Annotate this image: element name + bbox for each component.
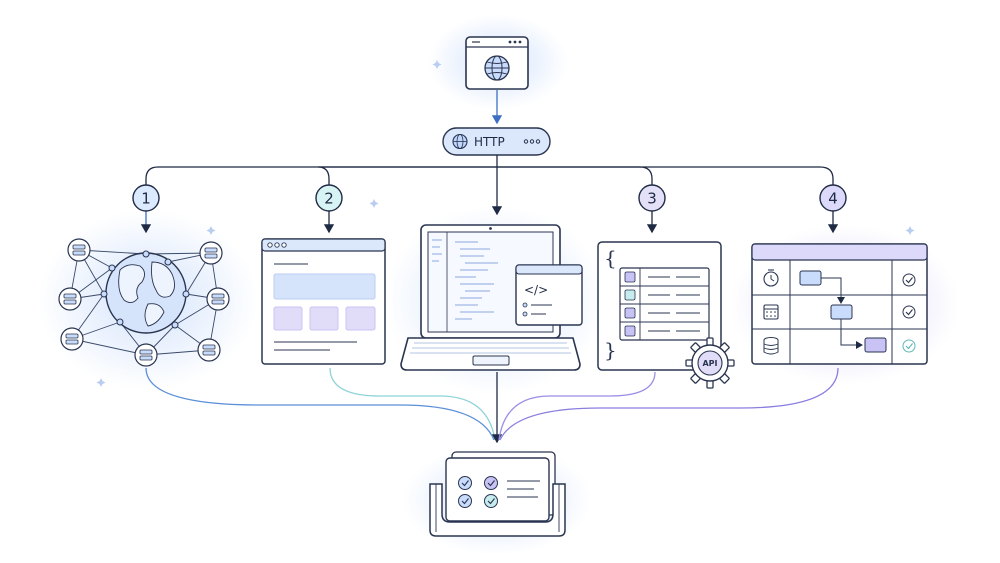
- code-window-icon: </>: [515, 264, 583, 326]
- protocol-label: HTTP: [474, 135, 505, 149]
- server-node: [197, 338, 221, 362]
- check-icon: [458, 476, 472, 490]
- api-schema-icon: { }: [597, 241, 735, 389]
- database-icon: [763, 337, 779, 355]
- svg-text:2: 2: [324, 190, 334, 208]
- laptop-dev-icon: </>: [400, 224, 583, 371]
- server-node: [206, 287, 230, 311]
- server-node: [67, 238, 91, 262]
- step-2-badge: 2: [315, 184, 343, 212]
- server-node: [60, 327, 84, 351]
- server-node: [134, 343, 158, 367]
- code-icon-text: </>: [524, 283, 548, 297]
- browser-client-icon: [465, 36, 529, 90]
- sparkles: [96, 60, 915, 387]
- server-node: [58, 287, 82, 311]
- timer-icon: [763, 269, 779, 287]
- svg-text:4: 4: [828, 190, 838, 208]
- svg-text:1: 1: [141, 190, 151, 208]
- check-icon: [484, 476, 498, 490]
- api-gear-icon: API: [685, 337, 735, 389]
- json-open-brace: {: [604, 246, 617, 270]
- distribution-lines: [140, 155, 839, 234]
- http-pill: HTTP: [442, 127, 551, 156]
- api-badge-label: API: [702, 359, 717, 368]
- check-icon: [458, 494, 472, 508]
- server-node: [199, 241, 223, 265]
- step-3-badge: 3: [638, 184, 666, 212]
- step-4-badge: 4: [819, 184, 847, 212]
- json-close-brace: }: [604, 338, 617, 362]
- check-icon: [902, 339, 916, 353]
- calendar-icon: [763, 304, 779, 320]
- webpage-wireframe-icon: [261, 238, 386, 365]
- globe-icon: [452, 133, 468, 150]
- distributed-network-icon: [58, 238, 230, 367]
- step-1-badge: 1: [132, 184, 160, 212]
- convergence-lines: [145, 367, 839, 444]
- check-icon: [902, 305, 916, 319]
- workflow-scheduler-icon: [751, 243, 928, 365]
- check-icon: [902, 273, 916, 287]
- svg-text:3: 3: [647, 190, 657, 208]
- results-inbox-icon: [429, 451, 566, 537]
- check-icon: [484, 494, 498, 508]
